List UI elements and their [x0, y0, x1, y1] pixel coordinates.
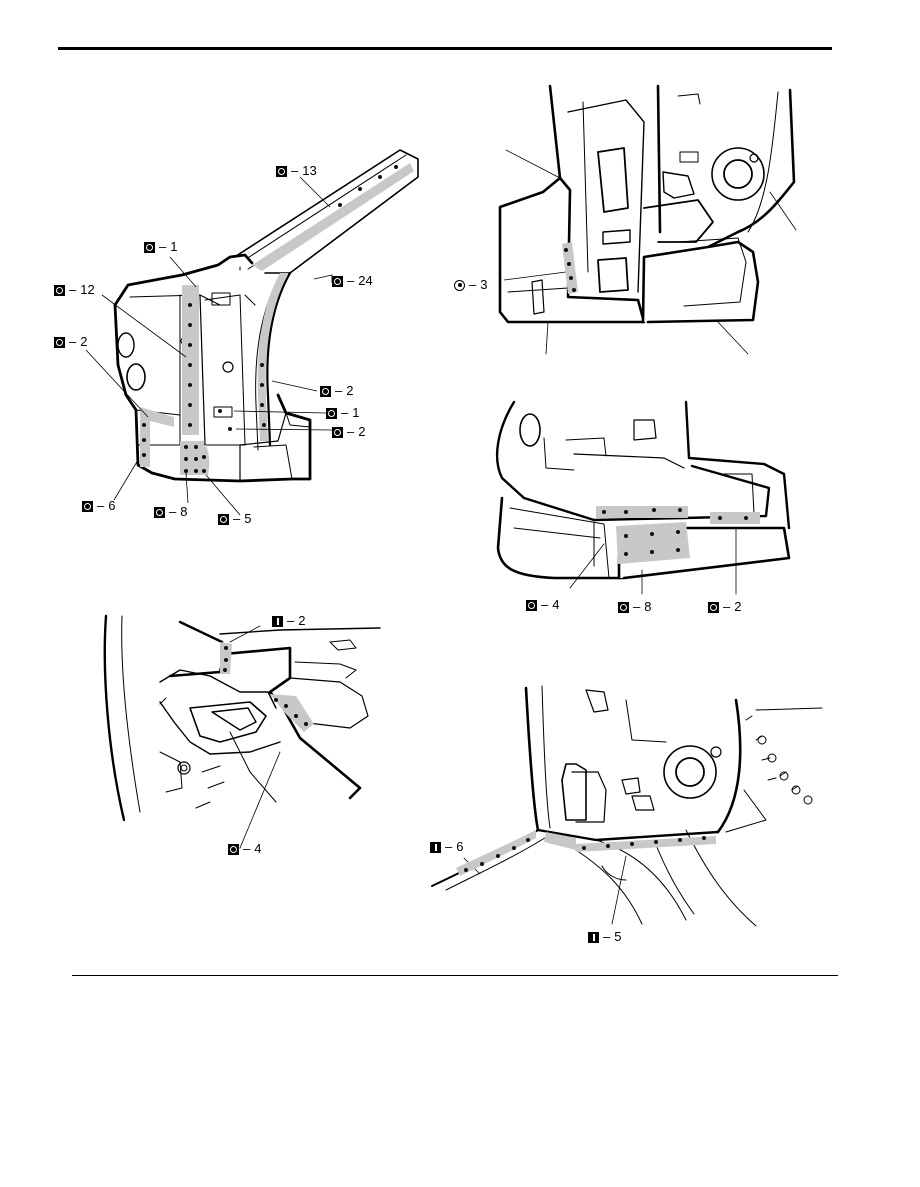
spot-weld-icon	[332, 426, 343, 438]
callout-ll-2: – 2	[272, 614, 305, 628]
callout-fp-5: – 5	[218, 512, 251, 526]
spot-weld-icon	[54, 284, 65, 296]
spot-weld-icon	[618, 601, 629, 613]
spot-weld-icon	[276, 165, 287, 177]
header-rule	[58, 47, 832, 50]
callout-fp-1a: – 1	[144, 240, 177, 254]
spot-weld-icon	[228, 843, 239, 855]
callout-ur-3: – 3	[454, 278, 487, 292]
spot-weld-icon	[154, 506, 165, 518]
callout-fp-13: – 13	[276, 164, 317, 178]
middle-right-diagram: – 4 – 8 – 2	[484, 398, 800, 614]
callout-mr-4: – 4	[526, 598, 559, 612]
front-pillar-diagram: – 13 – 1 – 24 – 12 – 2 – 2 – 1 – 2 – 6	[40, 145, 440, 530]
callout-ll-4: – 4	[228, 842, 261, 856]
spot-weld-icon	[54, 336, 65, 348]
upper-right-drawing	[498, 84, 797, 355]
spot-weld-icon	[708, 601, 719, 613]
middle-right-drawing	[495, 400, 791, 595]
callout-mr-2: – 2	[708, 600, 741, 614]
spot-weld-icon	[144, 241, 155, 253]
callout-fp-6: – 6	[82, 499, 115, 513]
callout-fp-12: – 12	[54, 283, 95, 297]
lower-left-drawing	[103, 614, 381, 849]
callout-fp-2c: – 2	[332, 425, 365, 439]
seam-weld-icon	[588, 931, 599, 943]
callout-lr-5: – 5	[588, 930, 621, 944]
callout-mr-8: – 8	[618, 600, 651, 614]
front-pillar-drawing	[85, 149, 419, 516]
callout-lr-6: – 6	[430, 840, 463, 854]
spot-weld-icon	[218, 513, 229, 525]
callout-fp-2a: – 2	[54, 335, 87, 349]
spot-weld-icon	[332, 275, 343, 287]
lower-left-diagram: – 2 – 4	[100, 612, 385, 856]
round-weld-icon	[454, 279, 465, 291]
seam-weld-icon	[430, 841, 441, 853]
upper-right-diagram: – 3	[448, 82, 808, 360]
spot-weld-icon	[326, 407, 337, 419]
callout-fp-8: – 8	[154, 505, 187, 519]
spot-weld-icon	[526, 599, 537, 611]
spot-weld-icon	[320, 385, 331, 397]
spot-weld-icon	[82, 500, 93, 512]
callout-fp-24: – 24	[332, 274, 373, 288]
footer-rule	[72, 975, 838, 976]
callout-fp-1b: – 1	[326, 406, 359, 420]
lower-right-drawing	[431, 685, 823, 927]
callout-fp-2b: – 2	[320, 384, 353, 398]
lower-right-diagram: – 6 – 5	[426, 680, 826, 944]
seam-weld-icon	[272, 615, 283, 627]
